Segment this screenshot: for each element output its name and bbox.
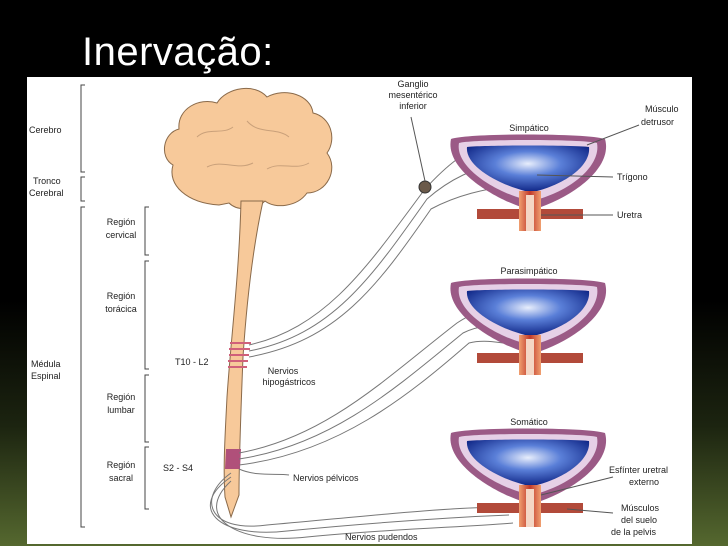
label-musculos-2: del suelo: [621, 515, 657, 525]
label-cervical-2: cervical: [106, 230, 137, 240]
t10-l2-segments: [228, 342, 251, 368]
label-hipogastricos-1: Nervios: [268, 366, 299, 376]
bladder-parasimpatico: Parasimpático: [450, 266, 607, 375]
label-simpatico: Simpático: [509, 123, 549, 133]
label-toracica-1: Región: [107, 291, 136, 301]
hipogastricos-label: Nervios hipogástricos: [262, 366, 316, 387]
label-tronco-2: Cerebral: [29, 188, 64, 198]
label-musculos-1: Músculos: [621, 503, 660, 513]
label-uretra: Uretra: [617, 210, 642, 220]
bracket-cerebro: [80, 84, 85, 173]
label-detrusor-1: Músculo: [645, 104, 679, 114]
label-toracica-2: torácica: [105, 304, 137, 314]
ganglion-node: [418, 180, 432, 194]
label-ganglio-2: mesentérico: [388, 90, 437, 100]
label-somatico: Somático: [510, 417, 548, 427]
label-s2-s4: S2 - S4: [163, 463, 193, 473]
label-esfinter-2: externo: [629, 477, 659, 487]
ganglion-leader: [410, 116, 426, 182]
bracket-tronco: [80, 176, 85, 202]
left-brackets: [80, 84, 149, 528]
bracket-medula: [80, 206, 85, 528]
label-cerebro: Cerebro: [29, 125, 62, 135]
innervation-diagram: Cerebro Tronco Cerebral Médula Espinal R…: [27, 77, 692, 544]
spinal-cord: [223, 200, 264, 519]
label-trigono: Trígono: [617, 172, 648, 182]
label-tronco-1: Tronco: [33, 176, 61, 186]
slide-title: Inervação:: [82, 30, 274, 74]
label-ganglio-1: Ganglio: [397, 79, 428, 89]
bracket-toracica: [144, 260, 149, 370]
label-medula-2: Espinal: [31, 371, 61, 381]
label-sacral-2: sacral: [109, 473, 133, 483]
label-ganglio-3: inferior: [399, 101, 427, 111]
label-hipogastricos-2: hipogástricos: [262, 377, 316, 387]
bracket-lumbar: [144, 374, 149, 443]
right-leaders: [536, 124, 640, 514]
brain-shape: [164, 87, 333, 210]
label-t10-l2: T10 - L2: [175, 357, 209, 367]
label-sacral-1: Región: [107, 460, 136, 470]
bracket-sacral: [144, 446, 149, 510]
bracket-cervical: [144, 206, 149, 256]
ganglion-label: Ganglio mesentérico inferior: [388, 79, 437, 111]
label-lumbar-1: Región: [107, 392, 136, 402]
s2-s4-segment: [225, 449, 241, 469]
label-musculos-3: de la pelvis: [611, 527, 657, 537]
label-lumbar-2: lumbar: [107, 405, 135, 415]
left-labels: Cerebro Tronco Cerebral Médula Espinal R…: [29, 125, 137, 483]
label-detrusor-2: detrusor: [641, 117, 674, 127]
diagram-svg: Cerebro Tronco Cerebral Médula Espinal R…: [29, 79, 679, 542]
label-pudendos: Nervios pudendos: [345, 532, 418, 542]
label-medula-1: Médula: [31, 359, 61, 369]
brain-folds: [196, 120, 310, 170]
label-pelvicos: Nervios pélvicos: [293, 473, 359, 483]
label-cervical-1: Región: [107, 217, 136, 227]
label-parasimpatico: Parasimpático: [500, 266, 557, 276]
bladder-somatico: Somático: [450, 417, 607, 527]
right-labels: Músculo detrusor Trígono Uretra Esfínter…: [609, 104, 679, 537]
bladder-simpatico: Simpático: [450, 123, 607, 231]
label-esfinter-1: Esfínter uretral: [609, 465, 668, 475]
